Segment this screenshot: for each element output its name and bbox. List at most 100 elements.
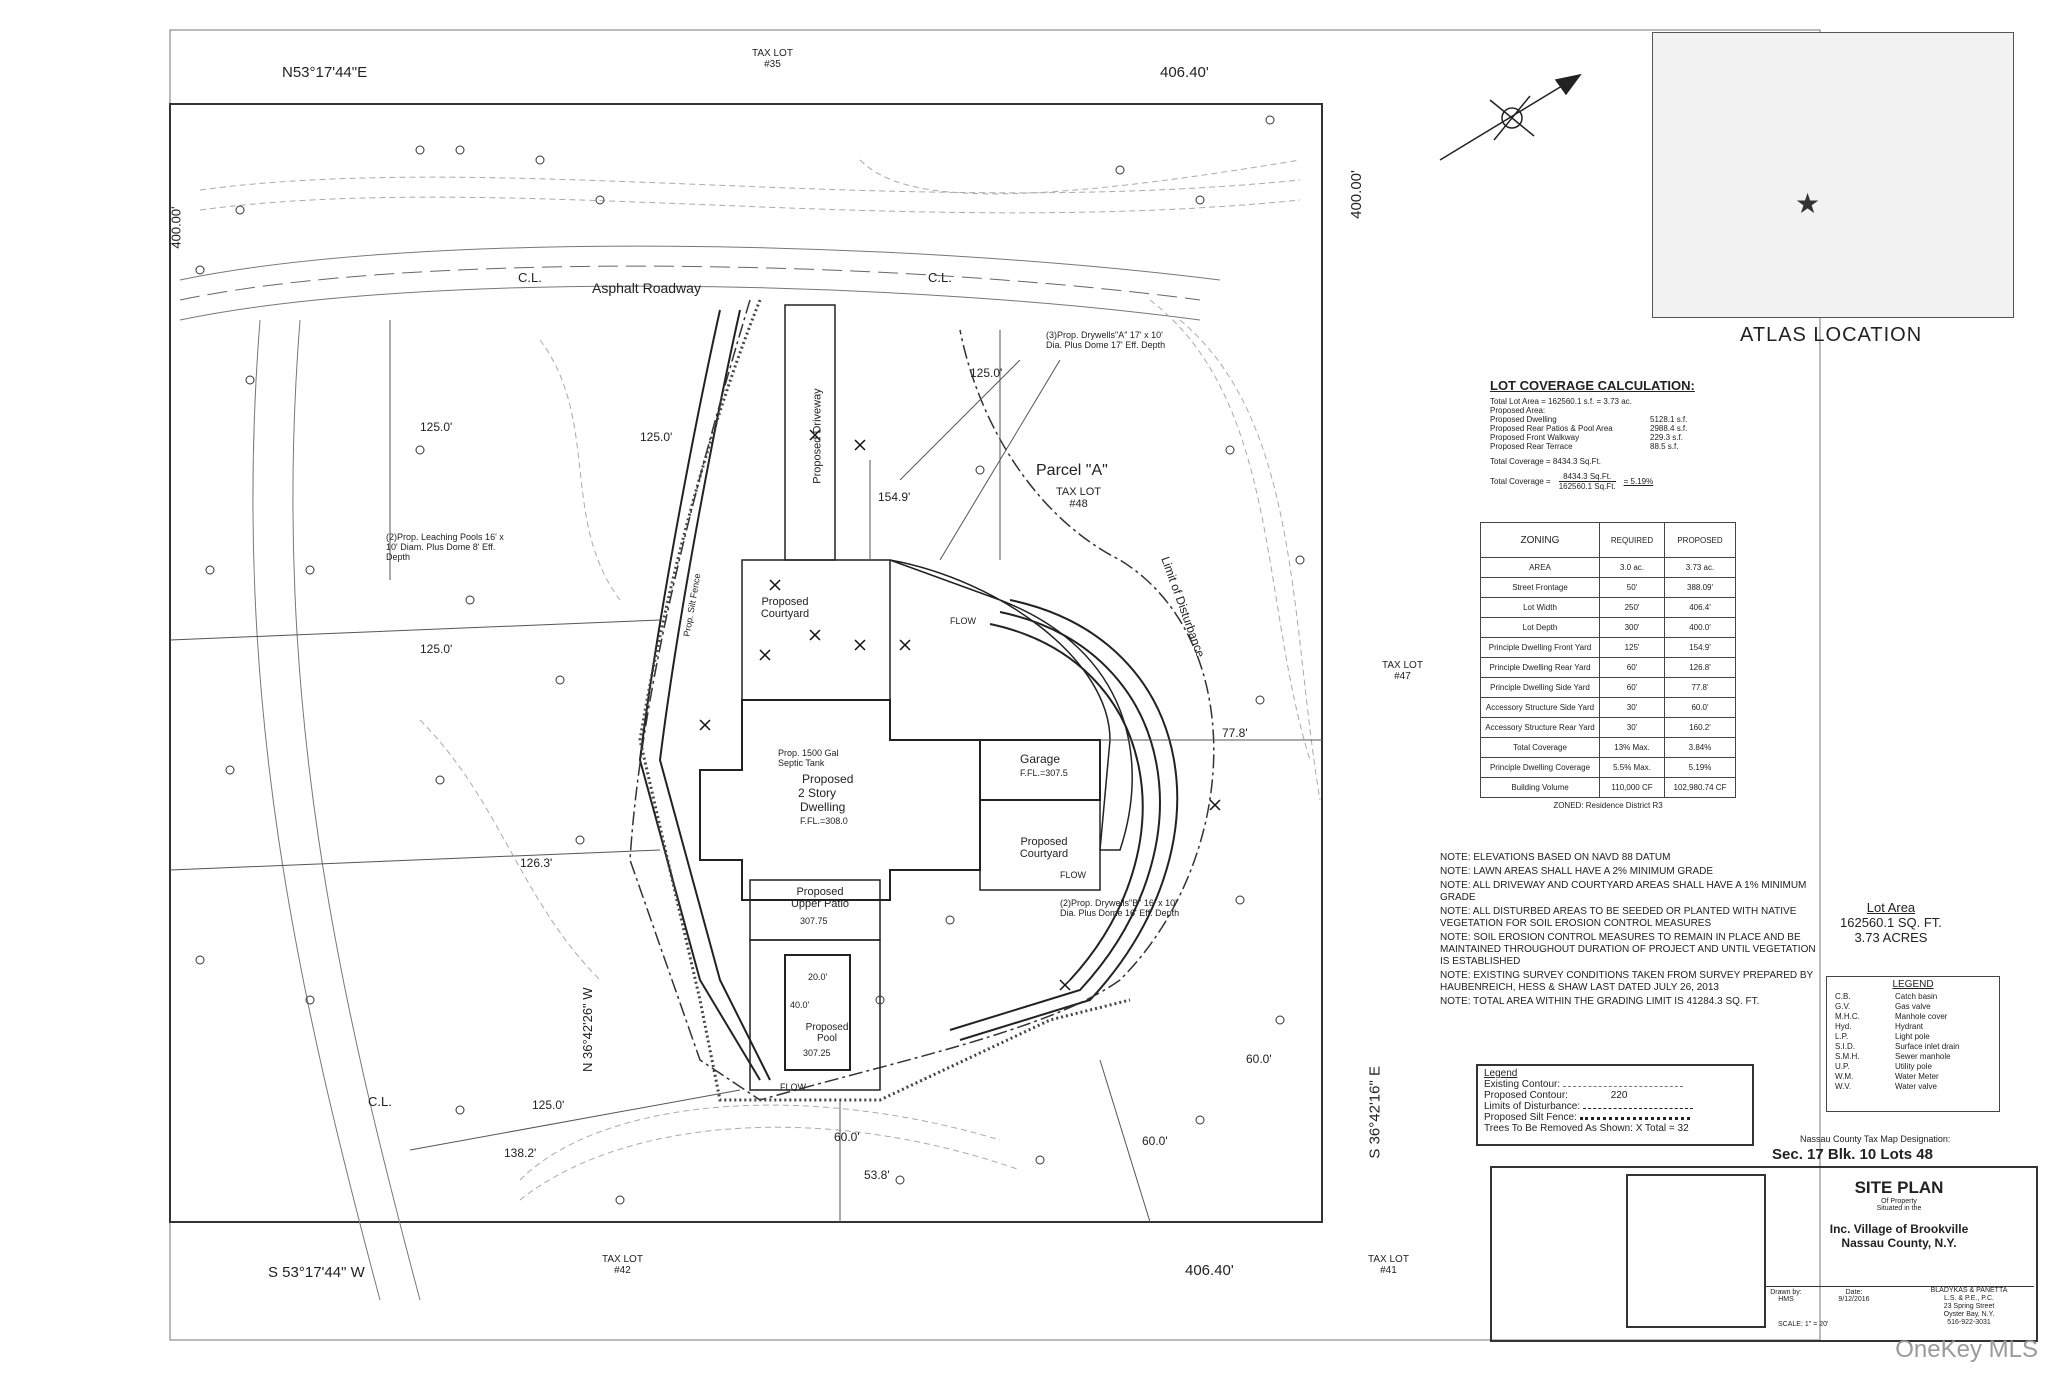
driveway-outline	[784, 304, 836, 561]
roadway-centerline	[179, 265, 1201, 301]
legend-proposed-num: 220	[1610, 1090, 1628, 1101]
legend-existing-label: Existing Contour:	[1484, 1079, 1561, 1090]
setback-53: 53.8'	[864, 1168, 890, 1182]
upper-patio-label: Proposed Upper Patio	[790, 886, 850, 910]
existing-contours	[199, 159, 1321, 1201]
east-bearing: S 36°42'16" E	[1366, 1066, 1384, 1159]
note: NOTE: EXISTING SURVEY CONDITIONS TAKEN F…	[1440, 970, 1814, 993]
legend-limits-label: Limits of Disturbance:	[1484, 1101, 1581, 1112]
legend-code: W.V.	[1835, 1082, 1852, 1091]
legend-item: S.I.D. Surface inlet drain	[1835, 1042, 1991, 1052]
zoned-district: ZONED: Residence District R3	[1553, 801, 1663, 810]
drawn-by-label: Drawn by:	[1770, 1289, 1802, 1296]
roadway-label: Asphalt Roadway	[592, 280, 701, 296]
zoning-cell: 13% Max.	[1599, 737, 1665, 758]
setback-125-sw: 125.0'	[532, 1098, 565, 1112]
pool	[784, 954, 851, 1071]
zoning-header: REQUIRED	[1599, 522, 1665, 558]
dwelling-footprint	[699, 699, 981, 901]
legend-code: S.I.D.	[1835, 1042, 1856, 1051]
title-block: SITE PLAN Of Property Situated in the In…	[1490, 1166, 2038, 1342]
pool-width: 20.0'	[808, 972, 828, 982]
pool-terrace	[749, 939, 881, 1091]
setback-77: 77.8'	[1222, 726, 1248, 740]
zoning-cell: 125'	[1599, 637, 1665, 658]
west-distance: 400.00'	[168, 206, 184, 249]
coverage-ratio-value: = 5.19%	[1623, 477, 1654, 486]
zoning-cell: Principle Dwelling Rear Yard	[1480, 657, 1600, 678]
setback-154: 154.9'	[878, 490, 911, 504]
setback-60-se: 60.0'	[1142, 1134, 1168, 1148]
zoning-cell: 388.09'	[1664, 577, 1736, 598]
legend-code: U.P.	[1835, 1062, 1850, 1071]
coverage-ratio: Total Coverage = 8434.3 Sq.Ft. 162560.1 …	[1490, 472, 1710, 491]
roadway-edge	[179, 245, 1221, 281]
zoning-cell: 300'	[1599, 617, 1665, 638]
zoning-cell: Building Volume	[1480, 777, 1600, 798]
zoning-cell: 102,980.74 CF	[1664, 777, 1736, 798]
tax-lot-35: TAX LOT#35	[752, 48, 793, 70]
drawn-by: HMS	[1778, 1296, 1794, 1303]
coverage-proposed: Proposed Area:	[1490, 406, 1546, 415]
legend-proposed-label: Proposed Contour:	[1484, 1090, 1568, 1101]
north-bearing: N53°17'44"E	[282, 64, 368, 81]
zoning-cell: 60'	[1599, 677, 1665, 698]
scale: SCALE: 1" = 20'	[1778, 1321, 1829, 1328]
legend-trees: Trees To Be Removed As Shown: X Total = …	[1484, 1123, 1746, 1134]
setback-60-south: 60.0'	[834, 1130, 860, 1144]
site-plan-title: SITE PLAN	[1854, 1178, 1944, 1197]
garage-label: Garage	[1020, 752, 1061, 766]
county: Nassau County, N.Y.	[1841, 1236, 1957, 1250]
firm-phone: 516-922-3031	[1947, 1319, 1991, 1326]
east-distance: 400.00'	[1347, 170, 1365, 219]
dwelling-label-1: Proposed	[802, 772, 854, 786]
legend-silt: Proposed Silt Fence:	[1484, 1112, 1746, 1123]
note: NOTE: ALL DRIVEWAY AND COURTYARD AREAS S…	[1440, 880, 1807, 903]
atlas-title: ATLAS LOCATION	[1740, 324, 1923, 346]
zoning-cell: Lot Depth	[1480, 617, 1600, 638]
legend-code: S.M.H.	[1835, 1052, 1860, 1061]
coverage-item-value: 229.3 s.f.	[1650, 433, 1683, 442]
flow-label-3: FLOW	[780, 1082, 806, 1092]
legend-desc: Water valve	[1895, 1082, 1937, 1091]
pool-elevation: 307.25	[803, 1048, 831, 1058]
date: 9/12/2016	[1838, 1296, 1870, 1303]
rear-courtyard	[979, 799, 1101, 891]
zoning-cell: 5.19%	[1664, 757, 1736, 778]
note: NOTE: SOIL EROSION CONTROL MEASURES TO R…	[1440, 932, 1816, 967]
symbol-legend-title: LEGEND	[1892, 979, 1934, 990]
note: NOTE: ALL DISTURBED AREAS TO BE SEEDED O…	[1440, 906, 1797, 929]
village: Inc. Village of Brookville	[1829, 1222, 1969, 1236]
zoning-cell: Street Frontage	[1480, 577, 1600, 598]
dwelling-ffe: F.FL.=308.0	[800, 816, 848, 826]
zoning-cell: AREA	[1480, 557, 1600, 578]
legend-silt-label: Proposed Silt Fence:	[1484, 1112, 1577, 1123]
cl-label-3: C.L.	[368, 1094, 392, 1109]
legend-limits: Limits of Disturbance:	[1484, 1101, 1746, 1112]
tax-map-designation: Nassau County Tax Map Designation:	[1800, 1134, 1951, 1144]
legend-desc: Surface inlet drain	[1895, 1042, 1960, 1051]
dwelling-label-2: 2 Story	[798, 786, 837, 800]
notes-block: NOTE: ELEVATIONS BASED ON NAVD 88 DATUM …	[1440, 852, 1820, 1010]
cl-label-1: C.L.	[518, 270, 542, 285]
trees-removed	[699, 429, 1221, 991]
legend-item: L.P.Light pole	[1835, 1032, 1991, 1042]
septic-label: Prop. 1500 Gal Septic Tank	[778, 748, 839, 768]
legend-proposed: Proposed Contour: 220	[1484, 1090, 1746, 1101]
zoning-cell: 160.2'	[1664, 717, 1736, 738]
drywells-a-label: (3)Prop. Drywells"A" 17' x 10' Dia. Plus…	[1046, 330, 1166, 350]
tree-symbols	[195, 115, 1305, 1205]
zoning-cell: Principle Dwelling Coverage	[1480, 757, 1600, 778]
legend-code: W.M.	[1835, 1072, 1854, 1081]
note: NOTE: TOTAL AREA WITHIN THE GRADING LIMI…	[1440, 996, 1760, 1007]
zoning-cell: 126.8'	[1664, 657, 1736, 678]
